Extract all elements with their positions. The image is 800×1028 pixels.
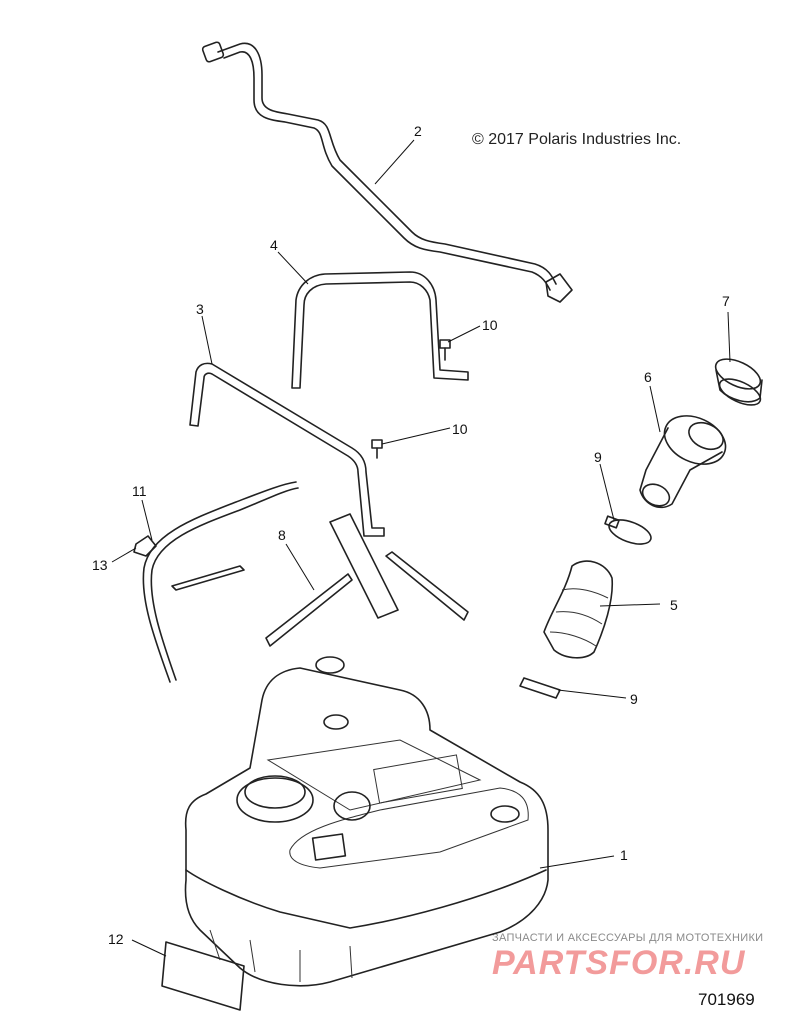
callout-4: 4 (270, 237, 278, 253)
part-foam-pad-3 (329, 513, 399, 619)
callout-9-lower: 9 (630, 691, 638, 707)
callout-9-upper: 9 (594, 449, 602, 465)
callout-10-lower: 10 (452, 421, 468, 437)
part-clamp-upper (604, 515, 652, 545)
part-vent-line (201, 41, 573, 303)
callout-2: 2 (414, 123, 422, 139)
part-clip (133, 535, 157, 557)
watermark-tagline: ЗАПЧАСТИ И АКСЕССУАРЫ ДЛЯ МОТОТЕХНИКИ (492, 932, 764, 944)
callout-6: 6 (644, 369, 652, 385)
copyright-text: © 2017 Polaris Industries Inc. (472, 131, 682, 148)
part-lower-strap (189, 362, 385, 537)
watermark-logo: PARTSFOR.RU (492, 944, 746, 982)
part-warning-label (161, 941, 245, 1011)
callout-5: 5 (670, 597, 678, 613)
part-fuel-cap (714, 358, 763, 406)
part-foam-pad-1 (171, 565, 245, 591)
part-foam-pad-4 (385, 551, 469, 621)
part-bolt-lower (371, 439, 383, 459)
callout-8: 8 (278, 527, 286, 543)
callout-3: 3 (196, 301, 204, 317)
part-bolt-upper (439, 339, 451, 361)
callout-12: 12 (108, 931, 124, 947)
part-foam-pad-2 (265, 573, 353, 647)
part-drain-hose (142, 481, 299, 683)
callout-10-upper: 10 (482, 317, 498, 333)
callout-7: 7 (722, 293, 730, 309)
part-clamp-lower (519, 677, 561, 699)
callout-13: 13 (92, 557, 108, 573)
callout-11: 11 (132, 483, 147, 499)
leader-lines (111, 139, 731, 957)
document-number: 701969 (698, 990, 755, 1009)
part-upper-strap (291, 271, 469, 389)
part-fuel-tank (184, 656, 549, 987)
part-filler-neck (639, 415, 727, 509)
part-filler-hose (543, 560, 614, 659)
callout-1: 1 (620, 847, 628, 863)
